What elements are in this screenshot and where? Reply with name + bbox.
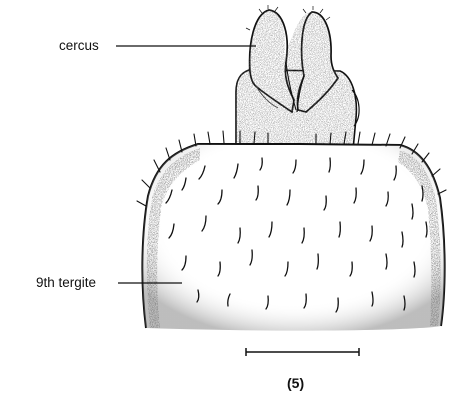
cercus-label: cercus <box>59 39 99 53</box>
panel-number-label: (5) <box>287 376 304 390</box>
ninth-tergite <box>137 131 450 335</box>
ninth-tergite-label: 9th tergite <box>36 276 96 290</box>
scale-bar <box>246 348 359 356</box>
cercus-structure <box>230 5 360 153</box>
